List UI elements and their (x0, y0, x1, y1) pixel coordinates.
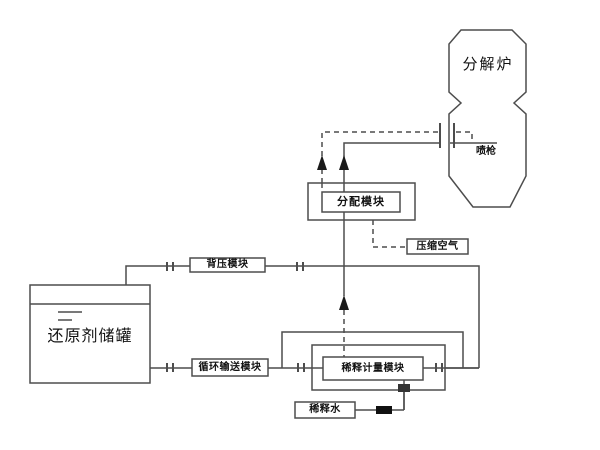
lance-label: 喷枪 (476, 146, 496, 157)
back-pressure-module-box (189, 257, 266, 273)
lance-flange (439, 123, 455, 148)
pipe-couplings (166, 262, 443, 372)
up-arrow (317, 155, 327, 170)
back-pressure-module-label: 背压模块 (206, 259, 249, 270)
compressed-air-label: 压缩空气 (416, 240, 459, 252)
reductant-tank-label: 还原剂储罐 (47, 328, 133, 345)
module-boxes (29, 182, 469, 419)
up-arrow (339, 295, 349, 310)
bottom-fitting (398, 384, 410, 392)
dilution-valve (376, 406, 392, 414)
furnace-outline (448, 29, 527, 208)
circulation-module-label: 循环输送模块 (198, 361, 262, 373)
pipes-dashed (321, 131, 473, 248)
coupling (296, 262, 304, 271)
circulation-module-box (191, 358, 269, 377)
metering-module-label: 稀释计量模块 (341, 362, 405, 374)
distribution-module-label: 分配模块 (337, 195, 385, 208)
dilution-water-box (294, 401, 356, 419)
distribution-module-box (321, 191, 401, 213)
liquid-level-mark (58, 311, 82, 321)
furnace-label: 分解炉 (462, 55, 514, 73)
compressed-air-box (406, 238, 469, 255)
coupling (297, 363, 305, 372)
valve-symbols (376, 384, 410, 414)
tank-details (30, 303, 150, 321)
dilution-water-label: 稀释水 (309, 404, 341, 415)
reductant-tank-box (29, 284, 151, 384)
coupling (166, 363, 174, 372)
up-arrow (339, 155, 349, 170)
coupling (435, 363, 443, 372)
coupling (166, 262, 174, 271)
flow-arrows (317, 155, 349, 310)
dashed-over-boxes (321, 183, 345, 357)
